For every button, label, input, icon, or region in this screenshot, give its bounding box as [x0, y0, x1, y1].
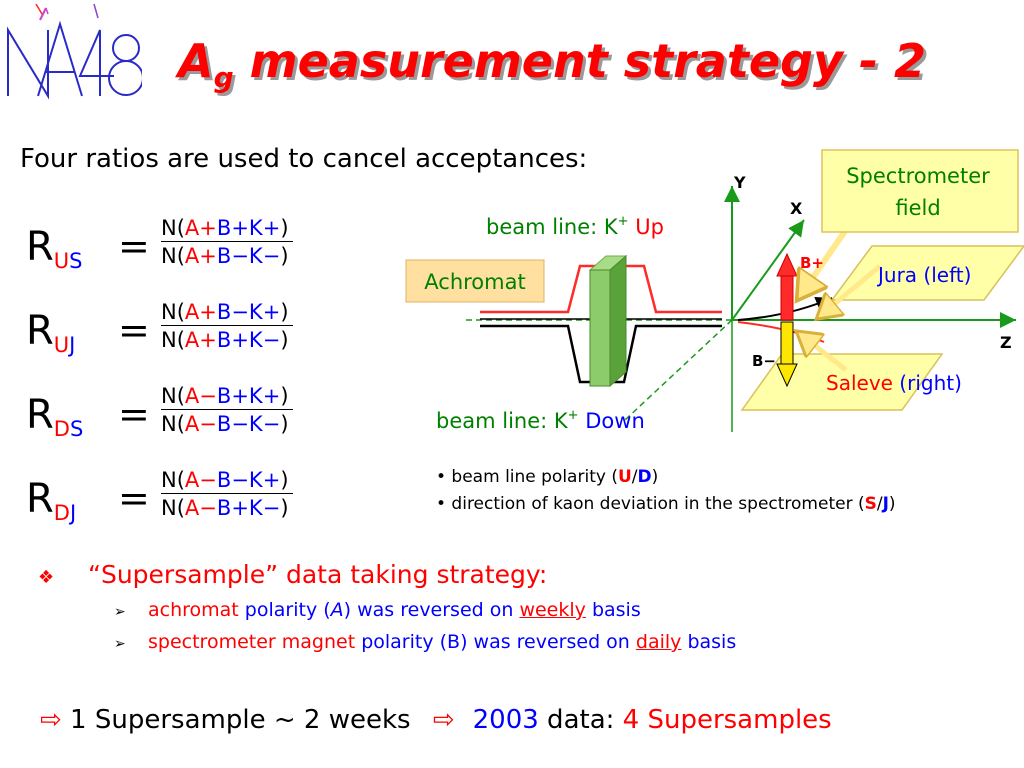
- ratio-symbol: RUJ: [26, 308, 76, 357]
- fraction: N(A−B−K+) N(A−B+K−): [161, 468, 293, 520]
- beam-up-label: beam line: K+ Up: [486, 214, 664, 239]
- b-minus-shaft: [780, 321, 794, 367]
- jura-plane: [830, 245, 1024, 301]
- arrow-bullet-icon: ➢: [114, 636, 126, 652]
- equation-r-ds: RDS = N(A−B+K+) N(A−B−K−): [26, 378, 356, 462]
- x-axis-neg: [624, 319, 733, 421]
- ratio-symbol: RUS: [26, 224, 83, 273]
- denominator: N(A−B+K−): [161, 496, 289, 520]
- na48-logo: [7, 3, 142, 100]
- fraction: N(A−B+K+) N(A−B−K−): [161, 384, 293, 436]
- ratio-symbol: RDS: [26, 392, 84, 441]
- numerator: N(A+B−K+): [161, 300, 293, 326]
- equals-sign: =: [118, 308, 150, 352]
- spectrometer-label-1: Spectrometer: [846, 164, 990, 188]
- equation-r-uj: RUJ = N(A+B−K+) N(A+B+K−): [26, 294, 356, 378]
- achromat-box: [405, 259, 545, 303]
- jura-label: Jura (left): [876, 263, 971, 287]
- equals-sign: =: [118, 392, 150, 436]
- bullet-kaon-deviation: • direction of kaon deviation in the spe…: [436, 494, 896, 514]
- supersample-section: ❖“Supersample” data taking strategy: ➢ac…: [30, 560, 736, 653]
- x-axis: [731, 219, 805, 321]
- bullet-beam-polarity: • beam line polarity (U/D): [436, 467, 659, 487]
- right-arrow-icon: ⇨: [40, 705, 62, 735]
- equals-sign: =: [118, 476, 150, 520]
- b-plus-shaft: [780, 273, 794, 321]
- spectrometer-box: [821, 149, 1019, 233]
- pointer-arrow-field: [800, 222, 853, 296]
- denominator: N(A+B+K−): [161, 328, 289, 352]
- intro-text: Four ratios are used to cancel acceptanc…: [20, 144, 588, 174]
- numerator: N(A+B+K+): [161, 216, 293, 242]
- denominator: N(A+B−K−): [161, 244, 289, 268]
- b-minus-head: [776, 363, 798, 388]
- spectrometer-label-2: field: [895, 196, 940, 220]
- beam-diagram: Spectrometer field Achromat beam line: K…: [405, 149, 1024, 433]
- ratio-symbol: RDJ: [26, 476, 77, 525]
- pointer-arrow-jura: [820, 264, 882, 316]
- axis-x-label: X: [790, 199, 803, 218]
- summary-line: ⇨ 1 Supersample ~ 2 weeks ⇨2003 data: 4 …: [40, 705, 832, 735]
- numerator: N(A−B+K+): [161, 384, 293, 410]
- denominator: N(A−B−K−): [161, 412, 289, 436]
- b-plus-head: [776, 252, 798, 277]
- page-title: Ag measurement strategy - 2: [178, 34, 927, 94]
- right-arrow-icon: ⇨: [432, 705, 455, 735]
- diamond-bullet-icon: ❖: [38, 567, 55, 588]
- b-minus-label: B−: [752, 352, 776, 370]
- b-plus-label: B+: [800, 254, 824, 272]
- beam-down-label: beam line: K+ Down: [436, 408, 645, 433]
- equation-r-us: RUS = N(A+B+K+) N(A+B−K−): [26, 210, 356, 294]
- axis-z-label: Z: [1000, 333, 1012, 352]
- sub-bullet-achromat: ➢achromat polarity (A) was reversed on w…: [114, 599, 641, 621]
- polarity-notes: • beam line polarity (U/D) • direction o…: [436, 464, 896, 518]
- equation-r-dj: RDJ = N(A−B−K+) N(A−B+K−): [26, 462, 356, 546]
- numerator: N(A−B−K+): [161, 468, 293, 494]
- fraction: N(A+B+K+) N(A+B−K−): [161, 216, 293, 268]
- arrow-bullet-icon: ➢: [114, 604, 126, 620]
- achromat-block-side: [609, 254, 627, 388]
- achromat-block-front: [589, 269, 611, 387]
- fraction: N(A+B−K+) N(A+B+K−): [161, 300, 293, 352]
- sub-bullet-spectrometer: ➢spectrometer magnet polarity (B) was re…: [114, 631, 737, 653]
- equals-sign: =: [118, 224, 150, 268]
- pointer-arrow-saleve: [800, 334, 848, 372]
- saleve-label: Saleve (right): [826, 371, 962, 395]
- axis-y-label: Y: [733, 173, 746, 192]
- achromat-label: Achromat: [424, 270, 525, 294]
- supersample-heading: ❖“Supersample” data taking strategy:: [30, 560, 736, 589]
